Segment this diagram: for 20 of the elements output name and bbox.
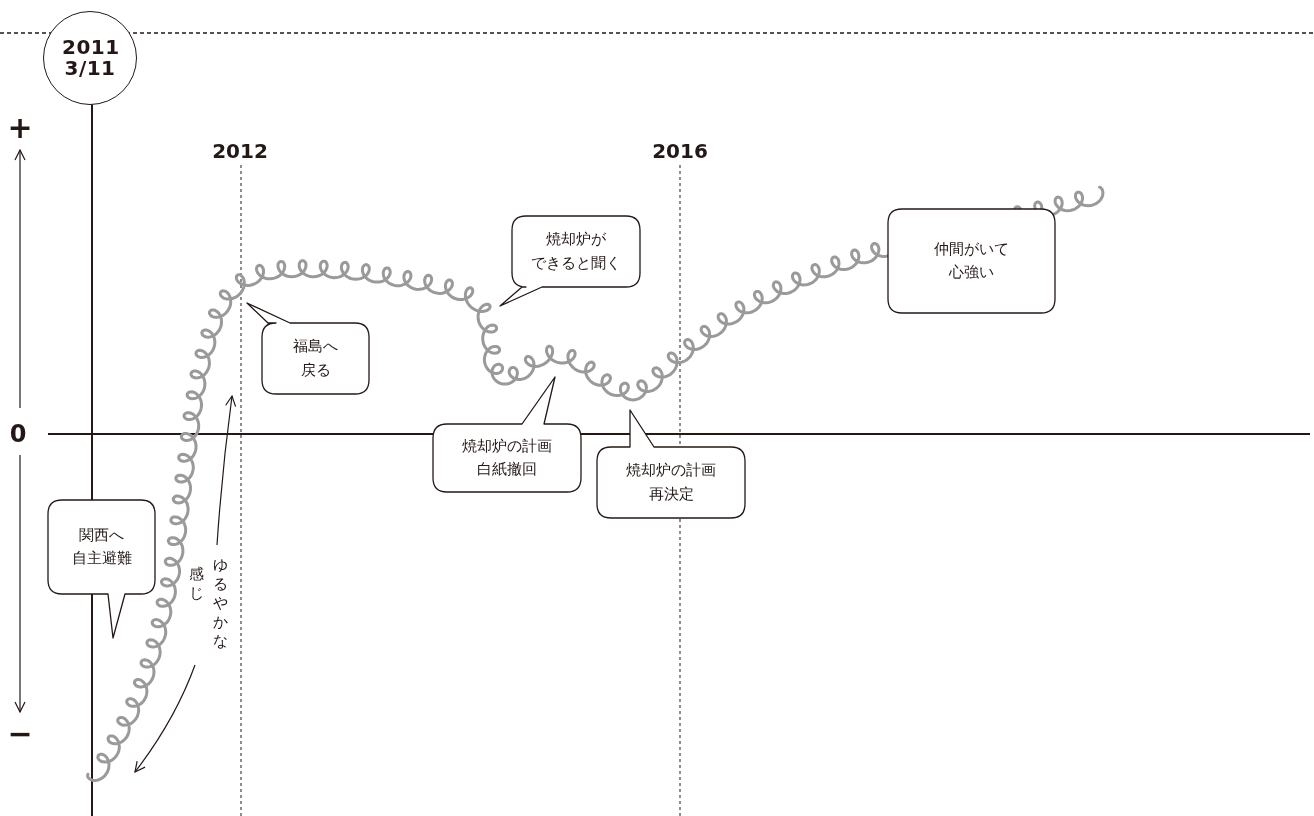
speech-text: 関西へ自主避難 xyxy=(71,524,132,569)
speech-bubble xyxy=(595,408,747,520)
date-label: 2011 3/11 xyxy=(62,37,118,79)
speech-bubble xyxy=(431,375,583,494)
speech-bubble xyxy=(46,498,157,640)
speech-text: 焼却炉の計画再決定 xyxy=(626,460,716,505)
year-label: 2016 xyxy=(652,139,708,163)
speech-text: 焼却炉の計画白紙撤回 xyxy=(462,435,552,480)
speech-bubble xyxy=(886,207,1057,315)
note-text: 感じ xyxy=(188,565,204,603)
minus-sign: − xyxy=(7,715,33,751)
year-label: 2012 xyxy=(212,139,268,163)
plus-sign: + xyxy=(7,109,33,145)
speech-bubble xyxy=(245,301,371,396)
speech-bubble xyxy=(498,214,642,308)
speech-text: 福島へ戻る xyxy=(293,336,338,381)
speech-text: 仲間がいて心強い xyxy=(934,238,1009,283)
note-text: ゆるやかな xyxy=(212,555,228,651)
speech-text: 焼却炉ができると聞く xyxy=(531,229,621,274)
zero-label: 0 xyxy=(9,420,27,448)
